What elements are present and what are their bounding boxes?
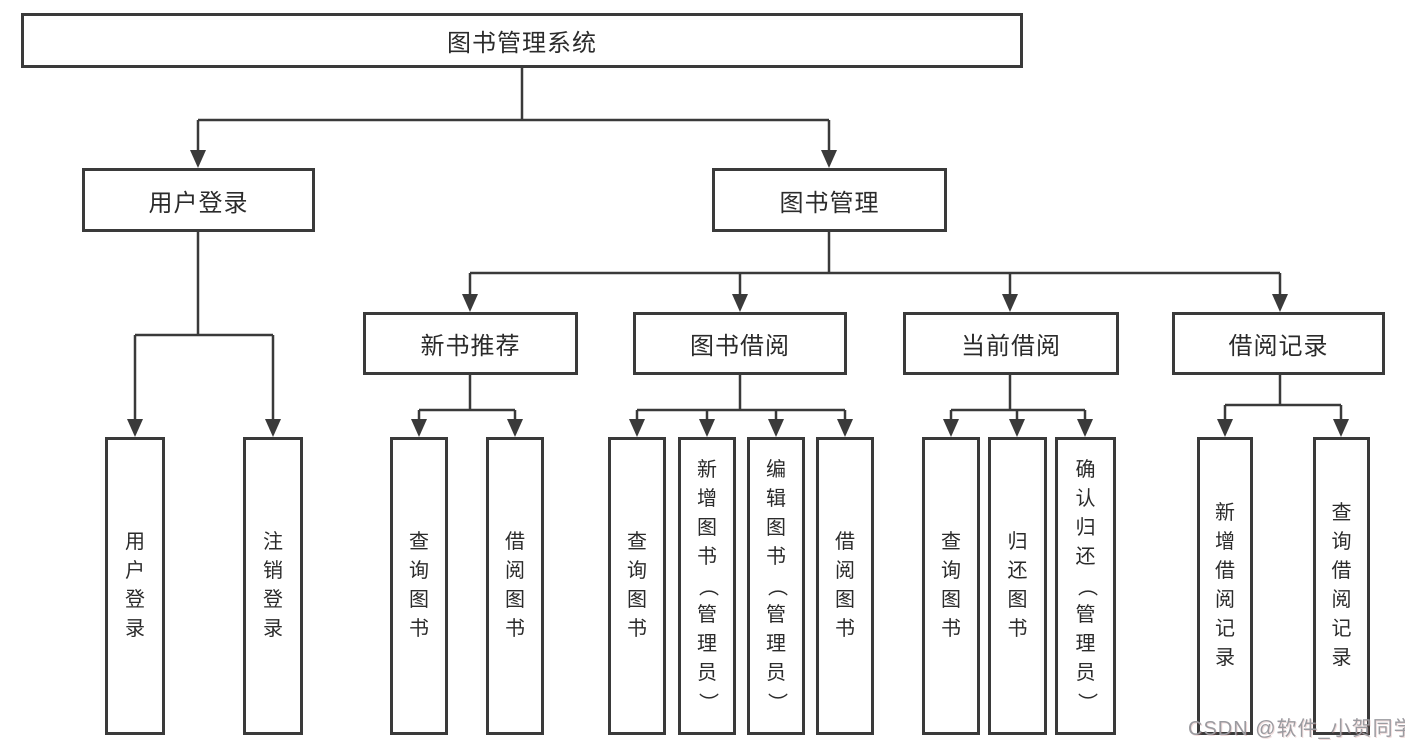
node-book-management: 图书管理 (712, 168, 947, 232)
leaf-borrowing-borrow-books-label: 借阅图书 (835, 531, 855, 640)
node-current-borrowing-label: 当前借阅 (961, 333, 1061, 360)
leaf-borrowing-add-books-admin-label: 新增图书（管理员） (696, 458, 719, 713)
leaf-current-confirm-return-admin: 确认归还（管理员） (1055, 437, 1116, 735)
leaf-current-return-books-label: 归还图书 (1007, 531, 1028, 640)
leaf-current-return-books: 归还图书 (988, 437, 1047, 735)
node-borrowing-records: 借阅记录 (1172, 312, 1385, 375)
leaf-logout-label: 注销登录 (263, 531, 283, 640)
leaf-logout: 注销登录 (243, 437, 303, 735)
node-root-label: 图书管理系统 (447, 30, 597, 57)
node-book-borrowing-label: 图书借阅 (690, 333, 790, 360)
csdn-watermark: CSDN @软件_小贺同学 (1188, 718, 1405, 740)
leaf-current-query-books-label: 查询图书 (941, 531, 961, 640)
node-book-management-label: 图书管理 (779, 189, 880, 217)
leaf-newbook-borrow-books: 借阅图书 (486, 437, 544, 735)
node-new-book-recommend: 新书推荐 (363, 312, 578, 375)
leaf-records-add-record-label: 新增借阅记录 (1215, 502, 1235, 669)
leaf-user-login-label: 用户登录 (125, 531, 145, 640)
leaf-borrowing-query-books: 查询图书 (608, 437, 666, 735)
connector-strokes (133, 68, 1343, 425)
leaf-newbook-query-books: 查询图书 (390, 437, 448, 735)
leaf-records-query-record: 查询借阅记录 (1313, 437, 1370, 735)
leaf-newbook-borrow-books-label: 借阅图书 (505, 531, 525, 640)
node-user-login-label: 用户登录 (148, 189, 249, 217)
node-root-system: 图书管理系统 (21, 13, 1023, 68)
node-new-book-recommend-label: 新书推荐 (420, 333, 521, 360)
leaf-borrowing-query-books-label: 查询图书 (627, 531, 647, 640)
leaf-borrowing-edit-books-admin-label: 编辑图书（管理员） (765, 458, 788, 713)
leaf-borrowing-borrow-books: 借阅图书 (816, 437, 874, 735)
leaf-borrowing-add-books-admin: 新增图书（管理员） (678, 437, 736, 735)
node-borrowing-records-label: 借阅记录 (1228, 333, 1329, 360)
leaf-current-confirm-return-admin-label: 确认归还（管理员） (1075, 458, 1097, 713)
node-current-borrowing: 当前借阅 (903, 312, 1119, 375)
leaf-current-query-books: 查询图书 (922, 437, 980, 735)
leaf-records-add-record: 新增借阅记录 (1197, 437, 1253, 735)
node-user-login: 用户登录 (82, 168, 315, 232)
leaf-newbook-query-books-label: 查询图书 (409, 531, 429, 640)
leaf-borrowing-edit-books-admin: 编辑图书（管理员） (747, 437, 805, 735)
node-book-borrowing: 图书借阅 (633, 312, 847, 375)
arrowheads (127, 150, 1349, 437)
leaf-user-login: 用户登录 (105, 437, 165, 735)
leaf-records-query-record-label: 查询借阅记录 (1331, 502, 1352, 669)
